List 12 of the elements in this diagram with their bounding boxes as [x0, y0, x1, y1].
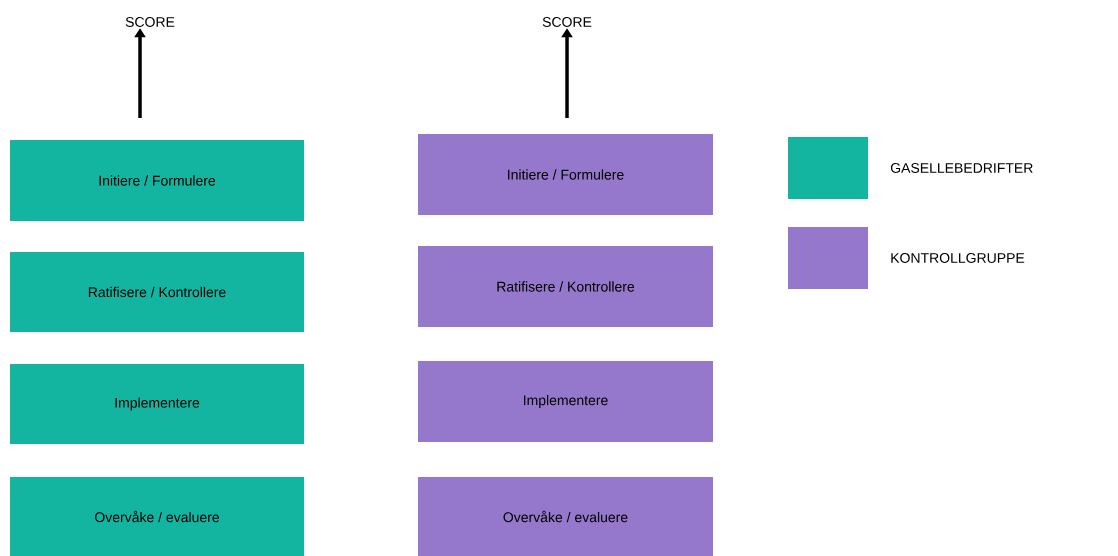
process-box: Implementere: [418, 361, 713, 442]
legend-label: KONTROLLGRUPPE: [891, 253, 1025, 263]
process-box: Overvåke / evaluere: [418, 477, 713, 556]
process-box: Ratifisere / Kontrollere: [10, 252, 304, 332]
process-box: Ratifisere / Kontrollere: [418, 246, 713, 327]
score-label: SCORE: [125, 17, 175, 27]
legend-label: GASELLEBEDRIFTER: [890, 163, 1033, 173]
process-box: Implementere: [10, 364, 304, 444]
score-label: SCORE: [542, 17, 592, 27]
process-box: Overvåke / evaluere: [10, 477, 304, 556]
process-box: Initiere / Formulere: [10, 140, 304, 221]
process-box: Initiere / Formulere: [418, 134, 713, 215]
